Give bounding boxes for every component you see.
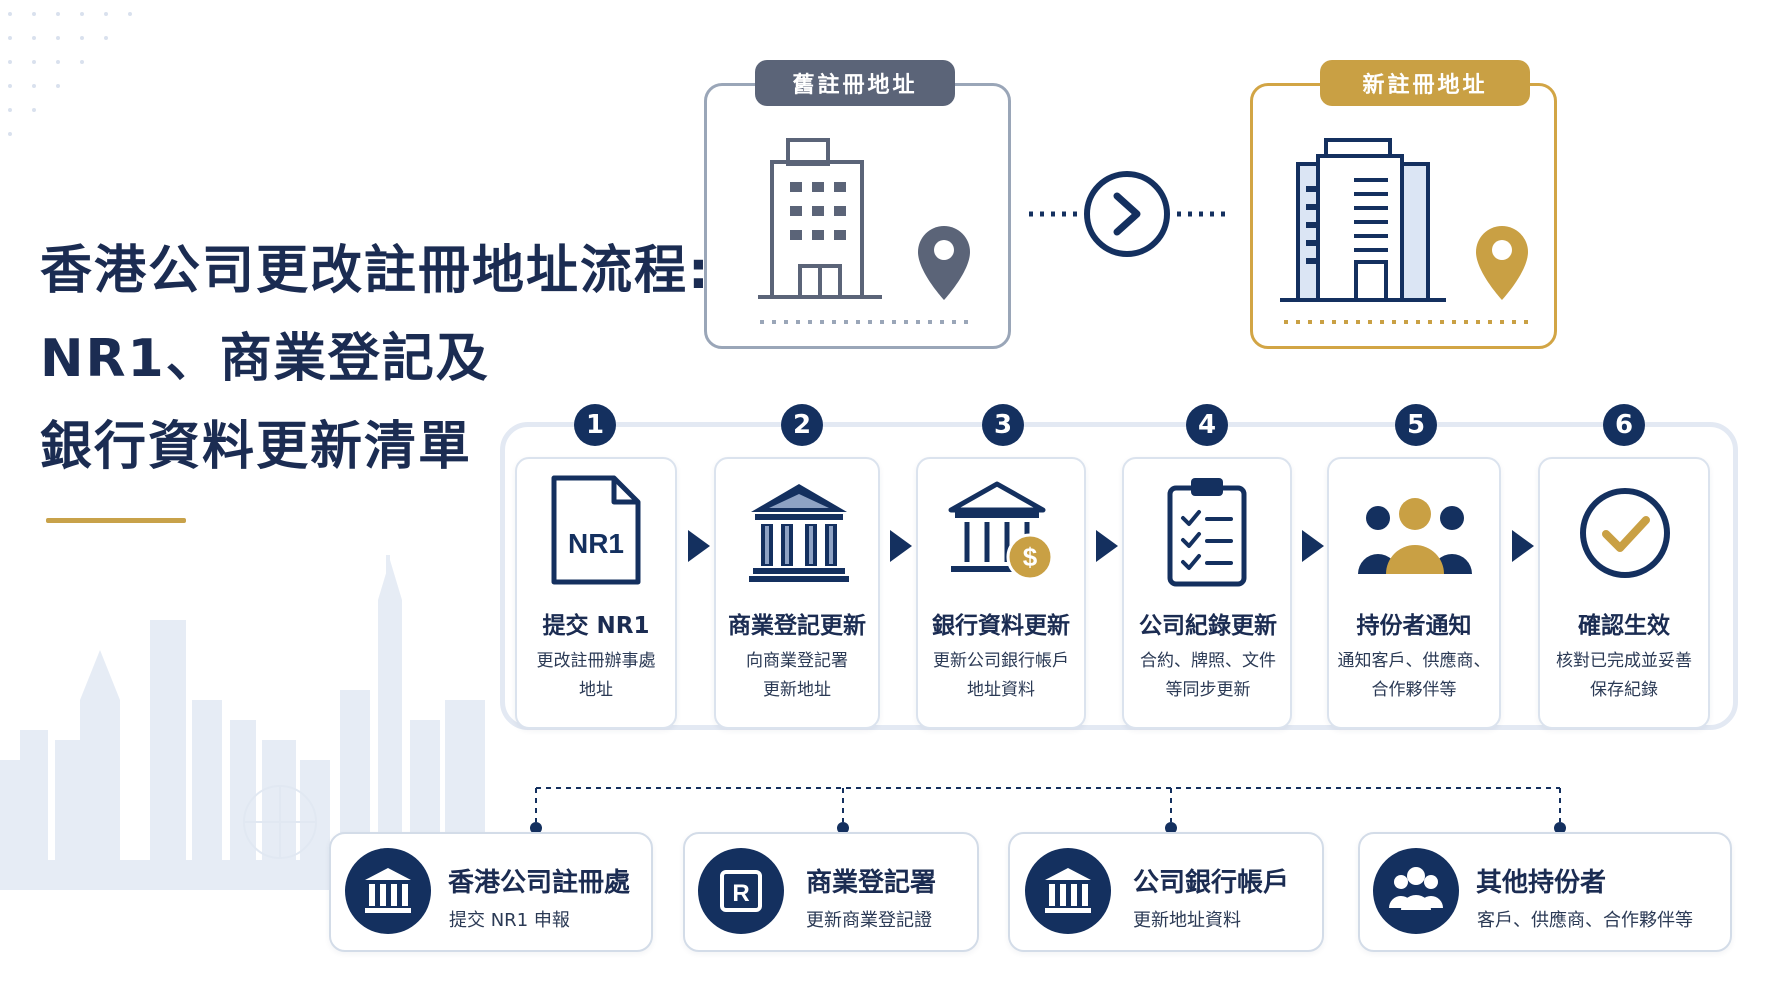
connector-dot-1 (530, 822, 542, 834)
entity-desc-4: 客戶、供應商、合作夥伴等 (1477, 910, 1693, 931)
page-title-line-1: 香港公司更改註冊地址流程: (40, 241, 711, 301)
connector-dot-2 (837, 822, 849, 834)
step-arrow-1 (688, 530, 710, 562)
connector-dot-3 (1165, 822, 1177, 834)
step-desc-1: 更改註冊辦事處地址 (536, 651, 656, 700)
address-transfer-arrow (1029, 171, 1231, 257)
step-title-1: 提交 NR1 (542, 613, 650, 639)
svg-text:$: $ (1023, 542, 1038, 572)
connector-dot-4 (1554, 822, 1566, 834)
people-group-icon (1358, 498, 1472, 574)
step-arrow-3 (1096, 530, 1118, 562)
bank-dollar-icon: $ (948, 481, 1054, 581)
r-icon-text: R (732, 880, 749, 907)
entity-desc-3: 更新地址資料 (1133, 910, 1241, 931)
old-building-icon (758, 138, 972, 324)
step-number-5: 5 (1395, 404, 1437, 446)
step-desc-6: 核對已完成並妥善保存紀錄 (1556, 651, 1692, 700)
step-arrow-2 (890, 530, 912, 562)
government-building-icon (749, 484, 849, 582)
new-building-icon (1280, 138, 1530, 324)
step-number-6: 6 (1603, 404, 1645, 446)
clipboard-checklist-icon (1167, 478, 1247, 587)
check-circle-icon (1580, 488, 1670, 578)
nr1-icon-text: NR1 (568, 528, 624, 559)
entity-title-1: 香港公司註冊處 (448, 868, 631, 898)
page-title-line-2: NR1、商業登記及 (40, 329, 490, 389)
step-title-5: 持份者通知 (1356, 613, 1472, 639)
entity-title-2: 商業登記署 (806, 868, 937, 898)
step-arrow-5 (1512, 530, 1534, 562)
step-desc-4: 合約、牌照、文件等同步更新 (1140, 651, 1276, 700)
new-address-label: 新註冊地址 (1320, 60, 1530, 106)
page-title-line-3: 銀行資料更新清單 (40, 417, 473, 477)
step-desc-5: 通知客戶、供應商、合作夥伴等 (1337, 651, 1491, 700)
entity-title-3: 公司銀行帳戶 (1133, 868, 1290, 898)
step-title-3: 銀行資料更新 (932, 613, 1070, 639)
old-address-label: 舊註冊地址 (755, 60, 955, 106)
step-number-3: 3 (982, 404, 1024, 446)
step-title-2: 商業登記更新 (728, 613, 866, 639)
steps-frame (500, 422, 1738, 730)
entity-title-4: 其他持份者 (1476, 868, 1607, 898)
old-address-card (704, 83, 1011, 349)
step-desc-3: 更新公司銀行帳戶地址資料 (933, 651, 1069, 700)
entity-desc-2: 更新商業登記證 (806, 910, 932, 931)
registered-r-icon: R (698, 848, 784, 934)
step-number-1: 1 (574, 404, 616, 446)
registry-building-icon (345, 848, 431, 934)
step-title-6: 確認生效 (1578, 613, 1670, 639)
entity-desc-1: 提交 NR1 申報 (449, 910, 570, 931)
ferris-wheel-decoration (243, 785, 317, 859)
title-underline (46, 518, 186, 523)
step-card-3 (916, 457, 1086, 729)
people-icon (1373, 848, 1459, 934)
step-title-4: 公司紀錄更新 (1139, 613, 1277, 639)
step-arrow-4 (1302, 530, 1324, 562)
nr1-document-icon: NR1 (551, 475, 641, 585)
step-number-2: 2 (781, 404, 823, 446)
dot-grid-decoration (8, 12, 132, 136)
bank-icon (1025, 848, 1111, 934)
entity-connector-lines (535, 787, 1561, 822)
step-desc-2: 向商業登記署更新地址 (746, 651, 848, 700)
step-number-4: 4 (1186, 404, 1228, 446)
